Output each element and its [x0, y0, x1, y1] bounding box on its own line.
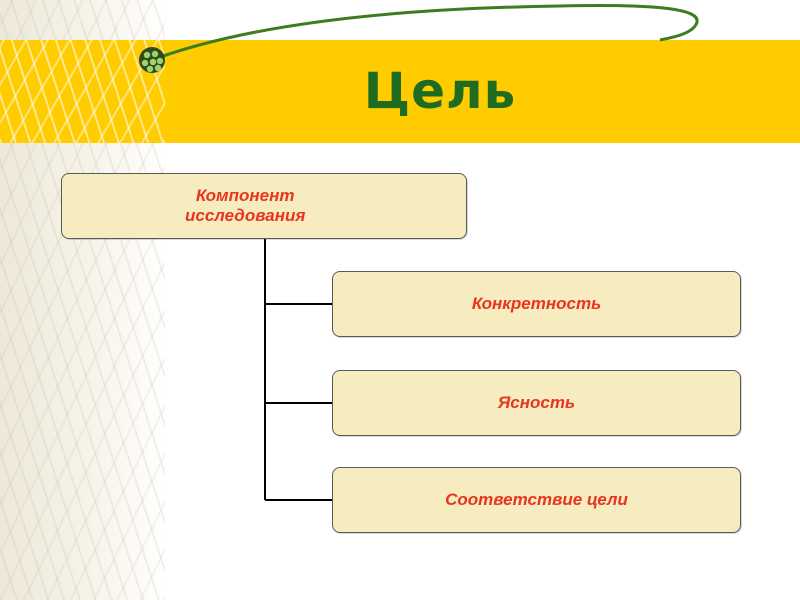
orbit-arc [151, 4, 699, 62]
atom-icon [139, 47, 165, 73]
root-node: Компонент исследования [61, 173, 467, 239]
child-node-3: Соответствие цели [332, 467, 741, 533]
child-node-1: Конкретность [332, 271, 741, 337]
child-node-label: Конкретность [471, 294, 602, 313]
band-texture [0, 40, 165, 143]
child-node-label: Соответствие цели [445, 490, 628, 509]
root-node-label: Компонент исследования [185, 186, 306, 225]
slide-title: Цель [363, 62, 517, 120]
child-node-label: Ясность [497, 393, 576, 412]
child-node-2: Ясность [332, 370, 741, 436]
